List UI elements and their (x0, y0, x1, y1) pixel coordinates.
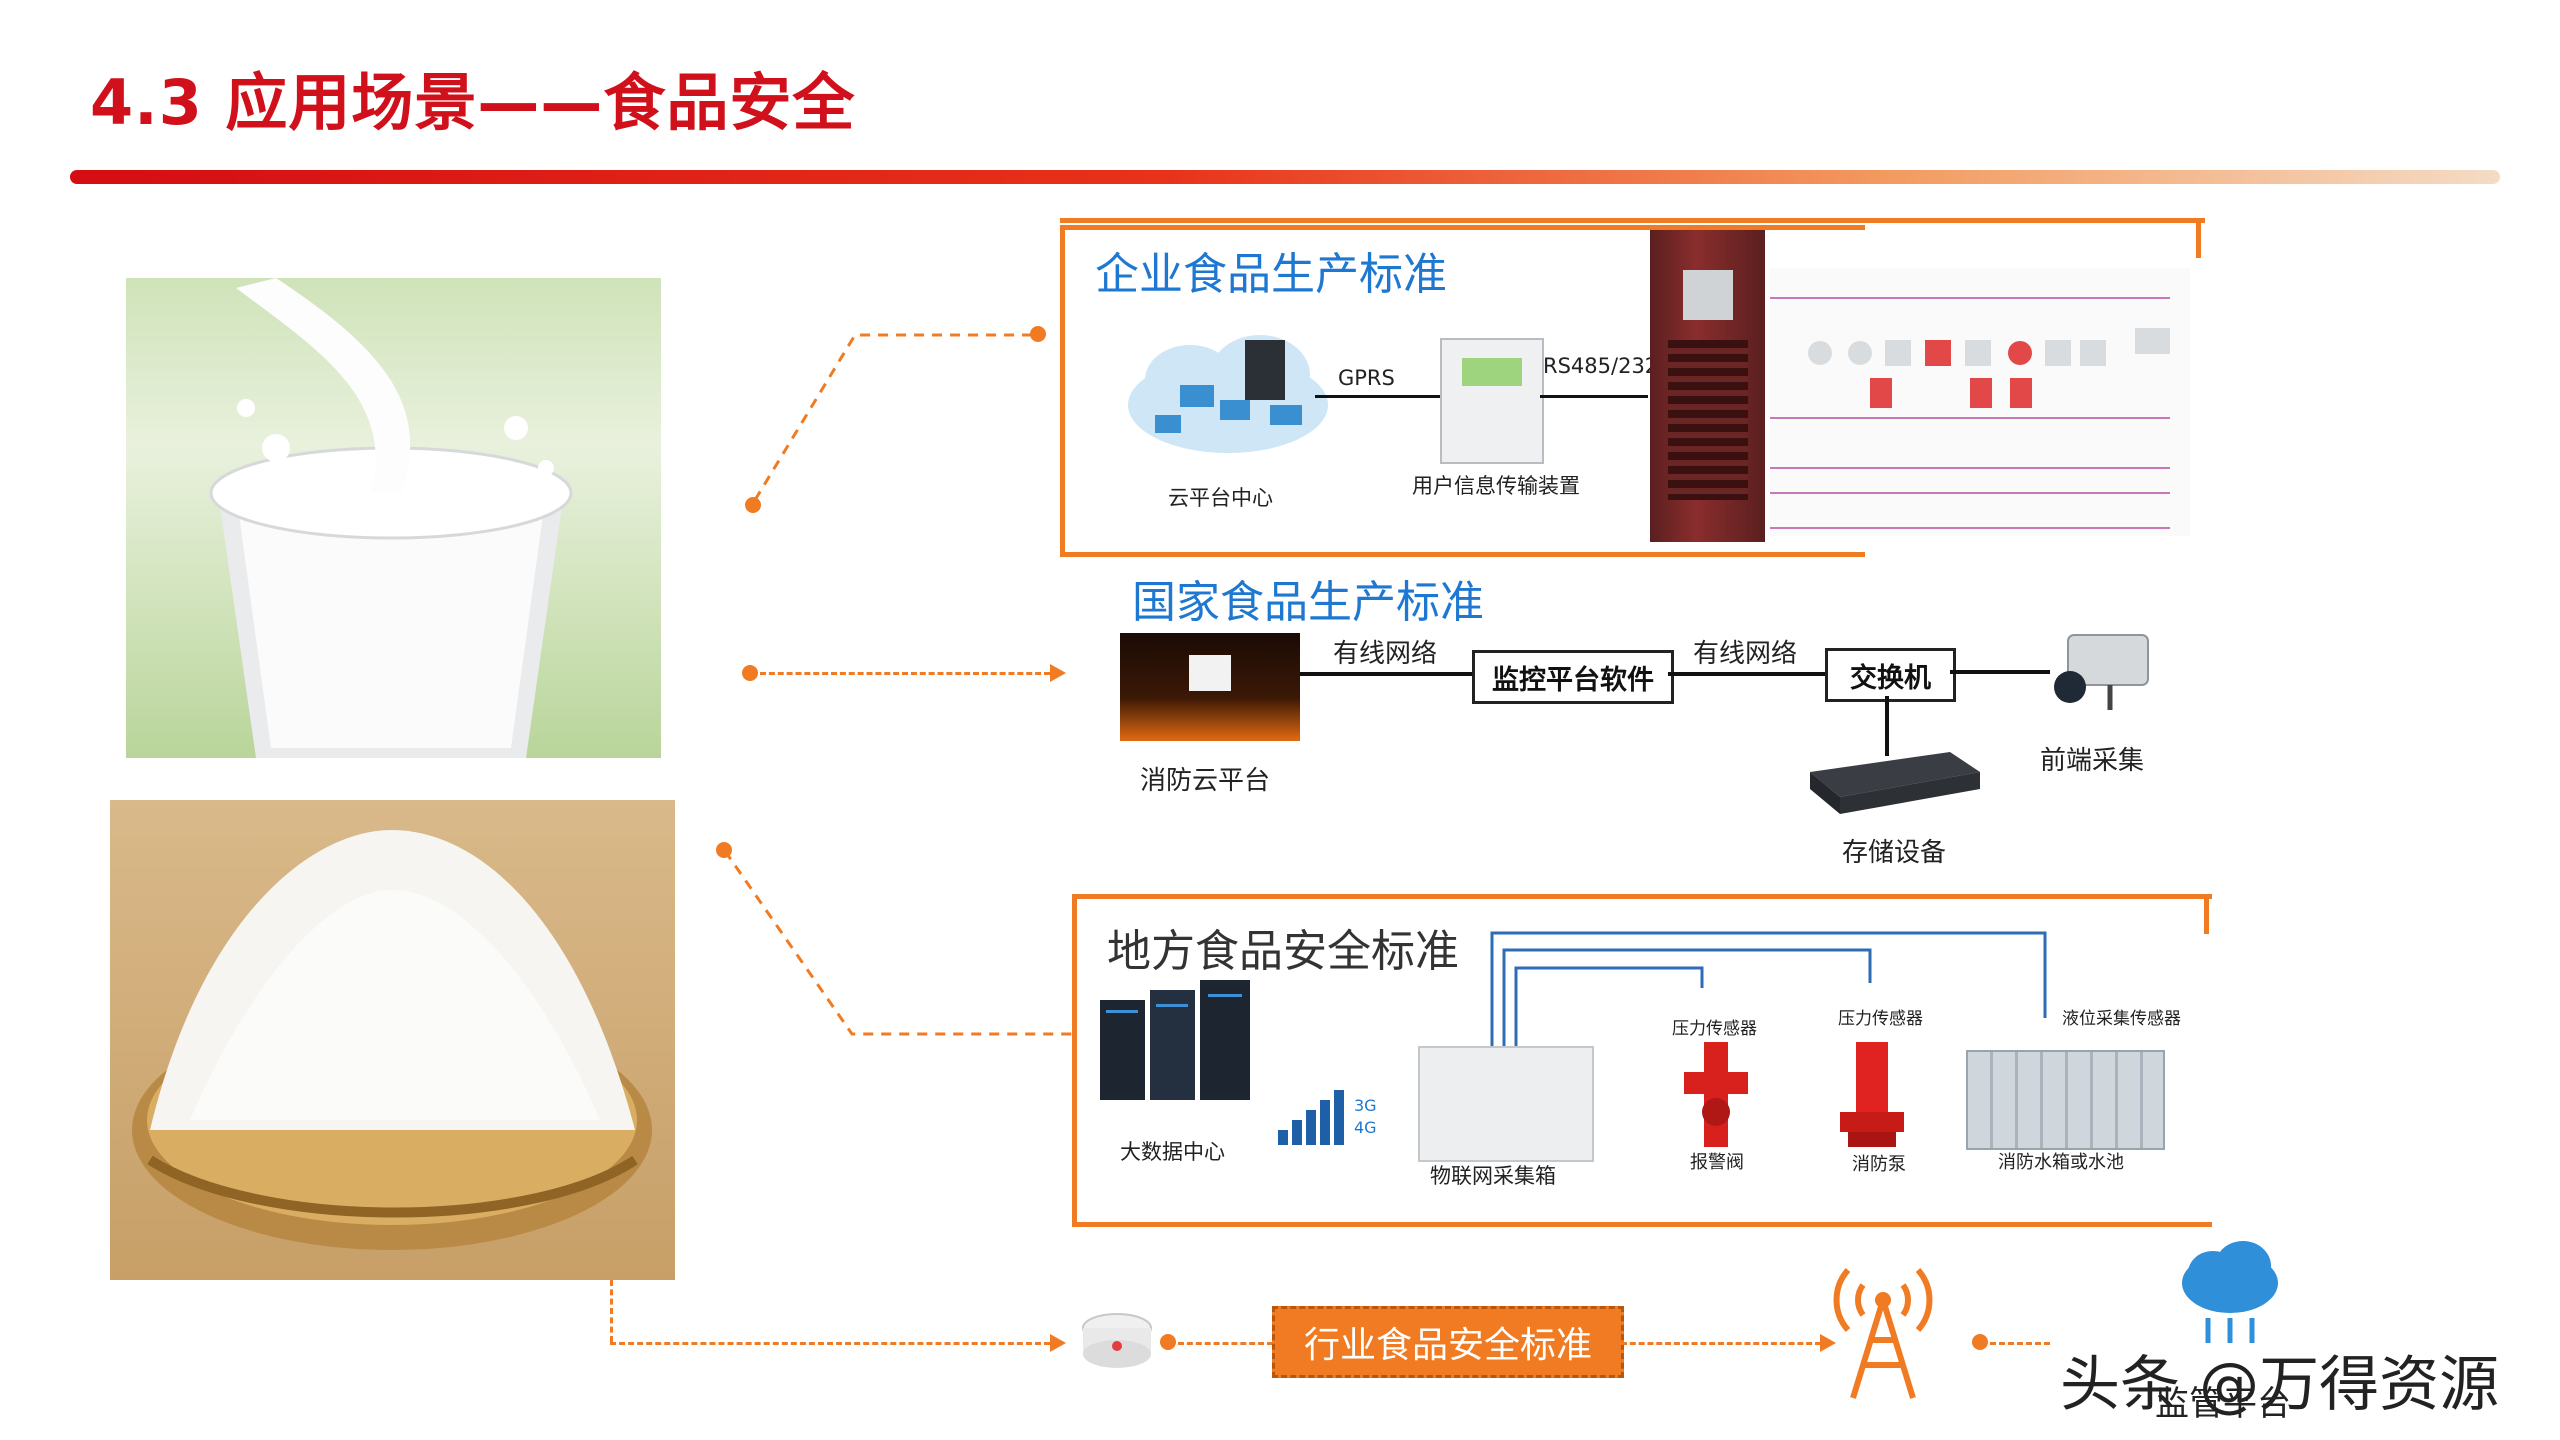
connector-dot (1030, 326, 1046, 342)
monitor-platform: 监控平台软件 (1472, 650, 1674, 704)
national-title: 国家食品生产标准 (1132, 577, 1484, 628)
wiring-diagram (1770, 268, 2190, 536)
storage-label: 存储设备 (1842, 838, 1947, 868)
gprs-label: GPRS (1338, 366, 1395, 390)
local-box-right (2204, 894, 2209, 934)
bigdata-label: 大数据中心 (1120, 1140, 1225, 1164)
arrow-head-icon (1820, 1334, 1836, 1352)
signal-tower-icon (1828, 1250, 1938, 1404)
cloud-icon (1120, 320, 1335, 464)
connector-line (760, 672, 1050, 675)
wire (1315, 395, 1440, 398)
level-sensor-label: 液位采集传感器 (2062, 1009, 2181, 1029)
wired-label-2: 有线网络 (1693, 639, 1798, 669)
connector-dot (742, 665, 758, 681)
frontend-label: 前端采集 (2040, 746, 2145, 776)
storage-device (1800, 742, 1985, 826)
connector-line (610, 1280, 613, 1342)
net-4g: 4G (1354, 1118, 1377, 1137)
smoke-detector-icon (1078, 1306, 1156, 1380)
supervision-label: 监管平台 (2155, 1384, 2291, 1424)
signal-bars-icon (1278, 1090, 1348, 1149)
camera-icon (2040, 625, 2160, 724)
iot-box-icon (1418, 1046, 1594, 1162)
connector-dot (745, 497, 761, 513)
arrow-head-icon (1050, 1334, 1066, 1352)
enterprise-title: 企业食品生产标准 (1095, 249, 1447, 300)
switch-device: 交换机 (1825, 648, 1956, 702)
connector-line (1990, 1342, 2050, 1345)
enterprise-box-top-ext (1060, 218, 2205, 223)
connector-dot (1972, 1334, 1988, 1350)
pressure-sensor-2-label: 压力传感器 (1838, 1009, 1923, 1029)
enterprise-box (1060, 225, 1865, 557)
fire-control-cabinet (1650, 230, 1765, 542)
wire (1300, 672, 1472, 676)
alarm-valve-label: 报警阀 (1690, 1152, 1744, 1173)
rs-label: RS485/232 (1543, 354, 1659, 378)
title-underline (70, 170, 2500, 184)
connector-line (723, 850, 1072, 1036)
page-title: 4.3 应用场景——食品安全 (90, 66, 856, 139)
wire (1668, 672, 1825, 676)
connector-dot (1160, 1334, 1176, 1350)
watermark: 头条 @万得资源 (2060, 1350, 2500, 1420)
alarm-valve-icon (1676, 1042, 1756, 1151)
signal-wires (1490, 931, 2047, 1046)
arrow-head-icon (1050, 664, 1066, 682)
fire-cloud-label: 消防云平台 (1140, 766, 1271, 796)
milk-photo (126, 278, 661, 758)
cloud-label: 云平台中心 (1168, 486, 1273, 510)
transmission-device (1440, 338, 1544, 464)
water-tank-icon (1966, 1050, 2165, 1150)
fire-pump-icon (1840, 1042, 1904, 1151)
wire (1540, 395, 1648, 398)
wire (1950, 670, 2050, 674)
wire (1885, 696, 1889, 756)
device-label: 用户信息传输装置 (1412, 474, 1580, 498)
net-3g: 3G (1354, 1096, 1377, 1115)
local-title: 地方食品安全标准 (1107, 926, 1459, 977)
fire-pump-label: 消防泵 (1852, 1154, 1906, 1175)
enterprise-box-right (2196, 218, 2201, 258)
connector-line (610, 1342, 1050, 1345)
local-box (1072, 894, 2212, 1227)
pressure-sensor-1-label: 压力传感器 (1672, 1019, 1757, 1039)
wired-label-1: 有线网络 (1333, 639, 1438, 669)
rice-photo (110, 800, 675, 1280)
connector-line (753, 333, 1045, 501)
fire-cloud-screen (1120, 633, 1300, 741)
water-tank-label: 消防水箱或水池 (1998, 1152, 2124, 1173)
iot-box-label: 物联网采集箱 (1430, 1164, 1556, 1188)
datacenter-icon (1100, 980, 1255, 1109)
industry-standard-badge: 行业食品安全标准 (1272, 1306, 1624, 1378)
cloud-upload-icon (2178, 1238, 2283, 1352)
connector-line (1178, 1342, 1273, 1345)
connector-line (1621, 1342, 1821, 1345)
